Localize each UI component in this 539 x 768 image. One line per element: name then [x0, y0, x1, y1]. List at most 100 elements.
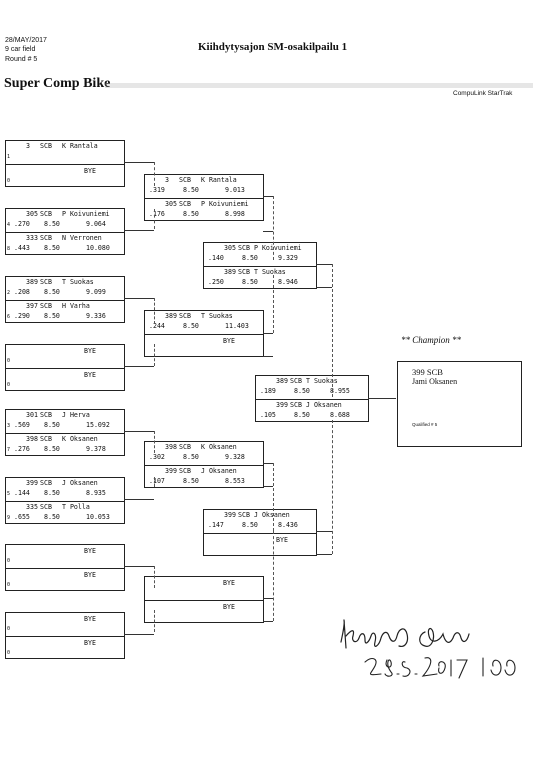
champion-title: ** Champion ** [401, 335, 462, 345]
connector-line [263, 621, 273, 622]
racer-class: SCB [290, 377, 302, 385]
qualified-label: Qualified # 5 [412, 422, 438, 427]
racer-number: 333 [26, 234, 38, 242]
event-date: 28/MAY/2017 [5, 37, 47, 44]
reaction-time: .569 [14, 421, 30, 429]
racer-name: BYE [84, 167, 96, 175]
lane-number: 2 [7, 290, 11, 296]
connector-dash [332, 264, 333, 397]
racer-number: 389 [165, 312, 177, 320]
lane-number: 0 [7, 626, 11, 632]
elapsed-time: 15.092 [86, 421, 110, 429]
racer-number: 301 [26, 411, 38, 419]
class-title: Super Comp Bike [4, 76, 111, 91]
racer-number: 335 [26, 503, 38, 511]
connector-dash [154, 610, 155, 632]
connector-line [316, 264, 332, 265]
racer-row: BYE [145, 334, 263, 356]
racer-class: SCB [40, 479, 52, 487]
dial-in: 8.50 [242, 254, 258, 262]
racer-name: J Oksanen [201, 467, 237, 475]
racer-name: BYE [223, 337, 235, 345]
reaction-time: .250 [208, 278, 224, 286]
racer-name: N Verronen [62, 234, 102, 242]
connector-line [124, 162, 154, 163]
racer-class: SCB [179, 176, 191, 184]
reaction-time: .105 [260, 411, 276, 419]
lane-number: 0 [7, 178, 11, 184]
connector-line [316, 531, 332, 532]
connector-dash [273, 531, 274, 621]
racer-number: 389 [26, 278, 38, 286]
racer-row: BYE [145, 600, 263, 622]
racer-name: K Rantala [201, 176, 237, 184]
champion-number: 399 SCB [412, 367, 443, 377]
elapsed-time: 9.329 [278, 254, 298, 262]
reaction-time: .144 [14, 489, 30, 497]
racer-class: SCB [40, 234, 52, 242]
racer-class: SCB [290, 401, 302, 409]
connector-line [368, 398, 396, 399]
lane-number: 5 [7, 491, 11, 497]
racer-name: J Oksanen [254, 511, 290, 519]
racer-number: 305 [224, 244, 236, 252]
dial-in: 8.50 [294, 411, 310, 419]
champion-box: 399 SCB Jami Oksanen Qualified # 5 [397, 361, 522, 447]
racer-class: SCB [40, 503, 52, 511]
racer-name: J Oksanen [306, 401, 342, 409]
reaction-time: .147 [208, 521, 224, 529]
connector-line [124, 230, 154, 231]
racer-name: T Suokas [201, 312, 233, 320]
dial-in: 8.50 [44, 445, 60, 453]
racer-number: 305 [165, 200, 177, 208]
dial-in: 8.50 [242, 521, 258, 529]
connector-dash [273, 275, 274, 333]
racer-class: SCB [238, 268, 250, 276]
racer-name: T Polla [62, 503, 90, 511]
racer-number: 399 [26, 479, 38, 487]
racer-name: BYE [84, 347, 96, 355]
racer-name: T Suokas [62, 278, 94, 286]
dial-in: 8.50 [183, 210, 199, 218]
dial-in: 8.50 [183, 453, 199, 461]
racer-class: SCB [179, 200, 191, 208]
racer-number: 397 [26, 302, 38, 310]
racer-row: BYE 0 [6, 164, 124, 186]
connector-line [316, 554, 332, 555]
elapsed-time: 9.328 [225, 453, 245, 461]
connector-line [124, 366, 154, 367]
elapsed-time: 9.336 [86, 312, 106, 320]
dial-in: 8.50 [183, 322, 199, 330]
round-number: Round # 5 [5, 56, 38, 63]
lane-number: 0 [7, 558, 11, 564]
elapsed-time: 8.553 [225, 477, 245, 485]
lane-number: 9 [7, 515, 11, 521]
reaction-time: .208 [14, 288, 30, 296]
dial-in: 8.50 [44, 220, 60, 228]
racer-number: 389 [276, 377, 288, 385]
connector-dash [154, 162, 155, 186]
racer-class: SCB [40, 302, 52, 310]
racer-class: SCB [238, 511, 250, 519]
connector-line [124, 499, 154, 500]
connector-dash [154, 344, 155, 366]
signature-mark [340, 619, 516, 679]
